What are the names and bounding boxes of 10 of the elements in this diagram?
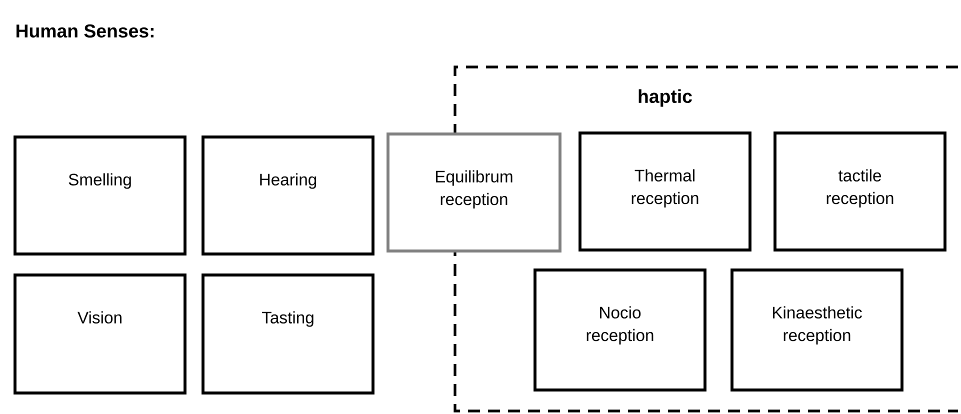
sense-box: Hearing (202, 136, 374, 256)
sense-box: tactile reception (774, 132, 946, 252)
sense-box: Kinaesthetic reception (730, 268, 904, 392)
title: Human Senses: (16, 24, 154, 38)
sense-box: Tasting (202, 274, 374, 394)
sense-box: Vision (14, 274, 186, 394)
sense-box: Thermal reception (578, 132, 752, 252)
sense-box: Nocio reception (534, 268, 706, 392)
sense-box: Equilibrum reception (386, 132, 562, 252)
sense-box: Smelling (14, 136, 186, 256)
